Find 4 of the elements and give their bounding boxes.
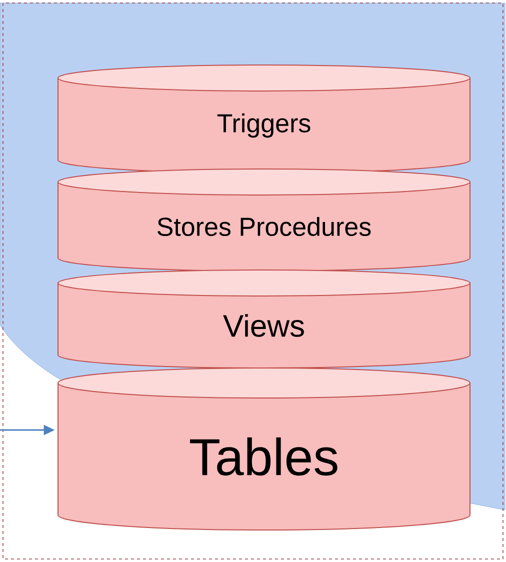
cylinder: Tables bbox=[58, 368, 470, 530]
cylinder: Triggers bbox=[58, 64, 470, 174]
cylinder: Stores Procedures bbox=[58, 168, 470, 272]
cylinder: Views bbox=[58, 270, 470, 368]
